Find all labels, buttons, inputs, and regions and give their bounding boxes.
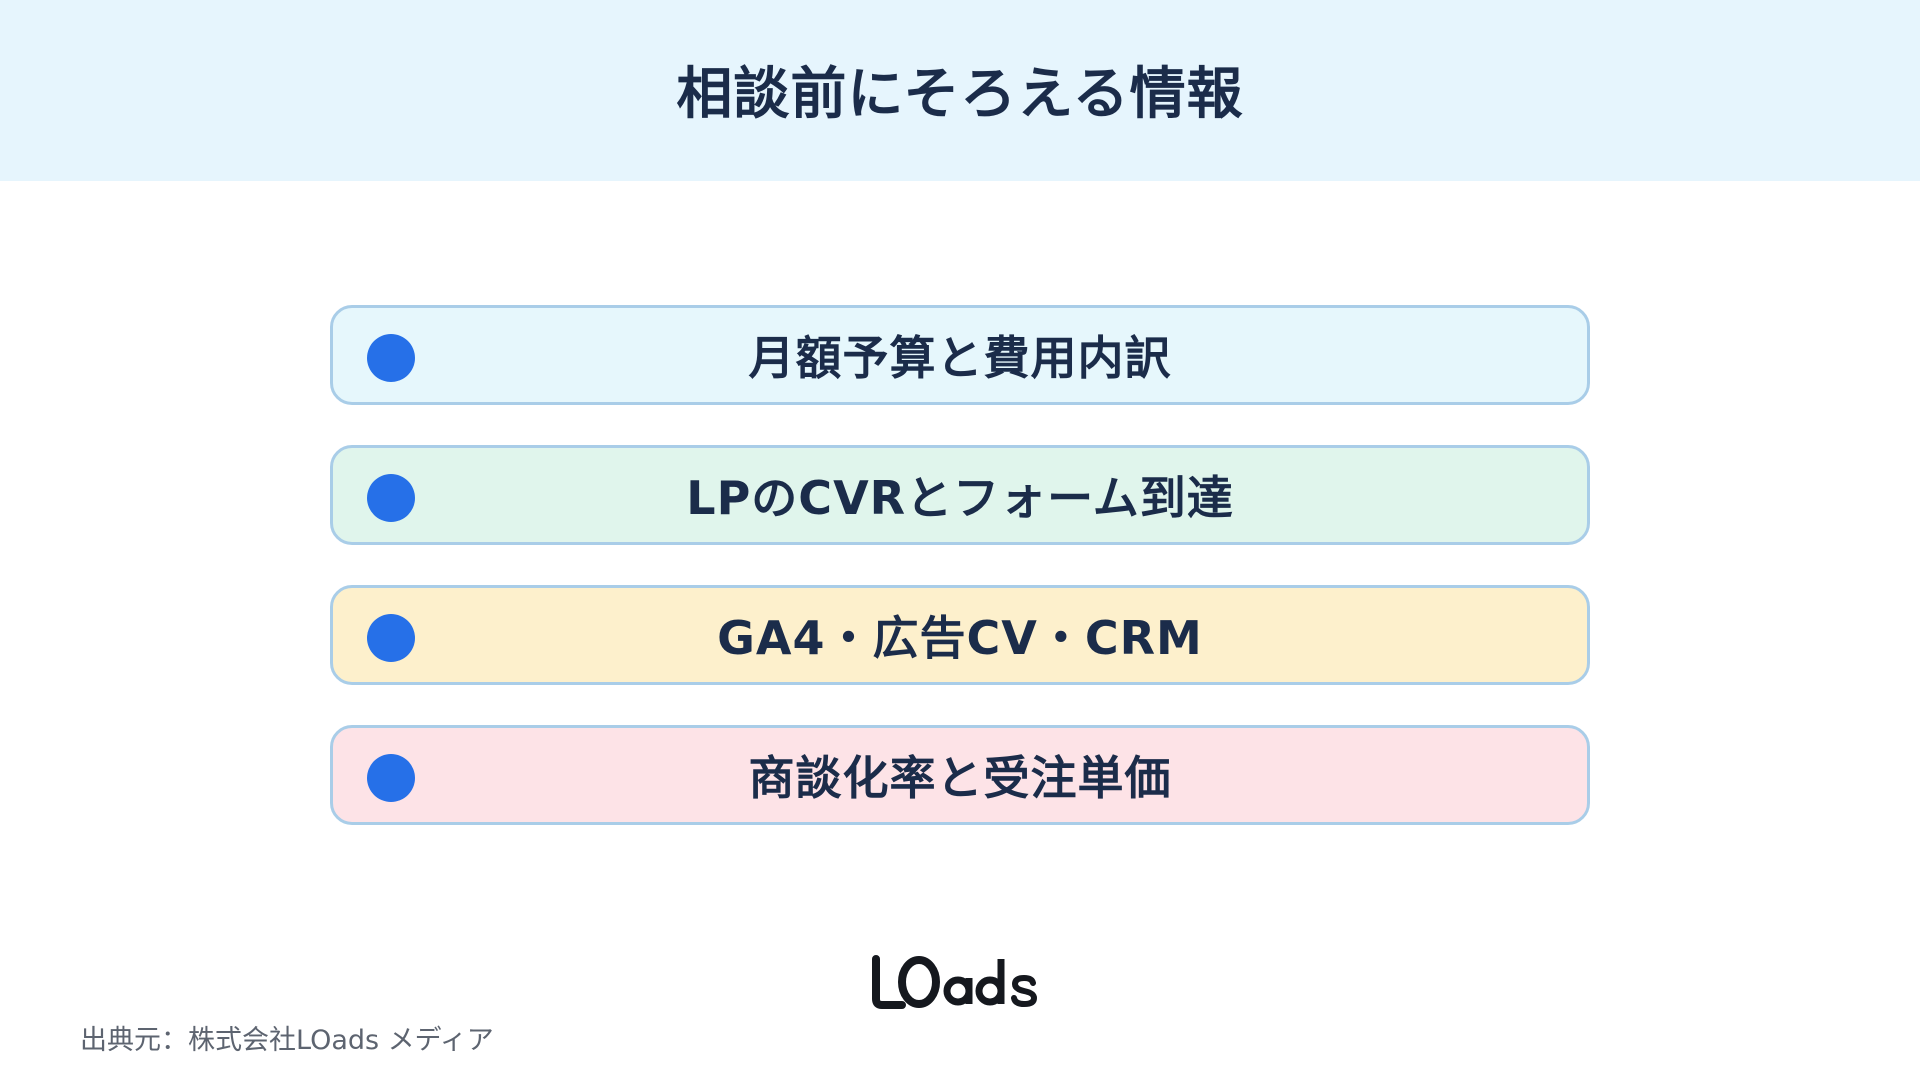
list-item-label: GA4・広告CV・CRM <box>717 611 1203 665</box>
info-list: 月額予算と費用内訳 LPのCVRとフォーム到達 GA4・広告CV・CRM 商談化… <box>330 305 1590 865</box>
list-item-label: 商談化率と受注単価 <box>748 751 1172 805</box>
list-item-deal-rate: 商談化率と受注単価 <box>330 725 1590 825</box>
page-title: 相談前にそろえる情報 <box>676 62 1244 127</box>
bullet-icon <box>367 614 415 662</box>
loads-logo <box>872 955 1038 1009</box>
source-credit: 出典元：株式会社LOads メディア <box>80 1025 494 1056</box>
header-band: 相談前にそろえる情報 <box>0 0 1920 181</box>
list-item-tracking: GA4・広告CV・CRM <box>330 585 1590 685</box>
bullet-icon <box>367 334 415 382</box>
bullet-icon <box>367 754 415 802</box>
list-item-lp-cvr: LPのCVRとフォーム到達 <box>330 445 1590 545</box>
bullet-icon <box>367 474 415 522</box>
list-item-label: LPのCVRとフォーム到達 <box>686 471 1234 525</box>
list-item-budget: 月額予算と費用内訳 <box>330 305 1590 405</box>
list-item-label: 月額予算と費用内訳 <box>748 331 1172 385</box>
